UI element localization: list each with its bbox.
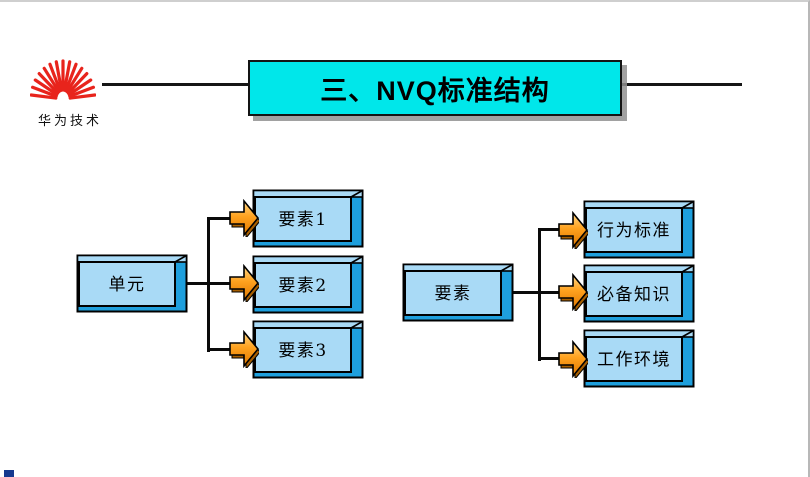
node-element-3: 要素3 (252, 320, 364, 379)
block-arrow-icon (558, 211, 588, 249)
node-unit-label: 单元 (109, 275, 146, 295)
connector-left-root (173, 282, 231, 285)
node-element-2: 要素2 (252, 255, 364, 314)
title-banner: 三、NVQ标准结构 (248, 60, 622, 116)
node-work-environment-label: 工作环境 (597, 350, 671, 370)
connector-left-vertical (207, 217, 210, 352)
huawei-logo: 华为技术 (29, 47, 110, 129)
header-rule-right (622, 83, 742, 86)
block-arrow-icon (229, 330, 259, 368)
node-element-root-label: 要素 (435, 284, 472, 304)
block-arrow-icon (558, 273, 588, 311)
node-behavior-standard: 行为标准 (583, 200, 695, 259)
connector-right-root (499, 291, 562, 294)
block-arrow-icon (229, 199, 259, 237)
node-required-knowledge-label: 必备知识 (597, 285, 671, 305)
connector-right-vertical (538, 228, 541, 361)
connector-right-branch-3 (538, 357, 560, 360)
node-work-environment: 工作环境 (583, 329, 695, 388)
huawei-fan-icon (29, 59, 97, 100)
brand-text: 华为技术 (37, 114, 102, 129)
node-element-1: 要素1 (252, 189, 364, 248)
block-arrow-icon (229, 264, 259, 302)
connector-right-branch-1 (538, 228, 560, 231)
node-element-1-label: 要素1 (278, 210, 327, 230)
header-rule-left (102, 83, 248, 86)
node-element-3-label: 要素3 (278, 341, 327, 361)
block-arrow-icon (558, 340, 588, 378)
corner-mark (4, 470, 14, 477)
node-unit: 单元 (76, 254, 188, 313)
connector-left-branch-3 (207, 348, 231, 351)
page-title: 三、NVQ标准结构 (320, 75, 550, 106)
node-element-2-label: 要素2 (278, 276, 327, 296)
node-behavior-standard-label: 行为标准 (597, 221, 671, 241)
node-element-root: 要素 (402, 263, 514, 322)
node-required-knowledge: 必备知识 (583, 264, 695, 323)
connector-left-branch-1 (207, 217, 231, 220)
